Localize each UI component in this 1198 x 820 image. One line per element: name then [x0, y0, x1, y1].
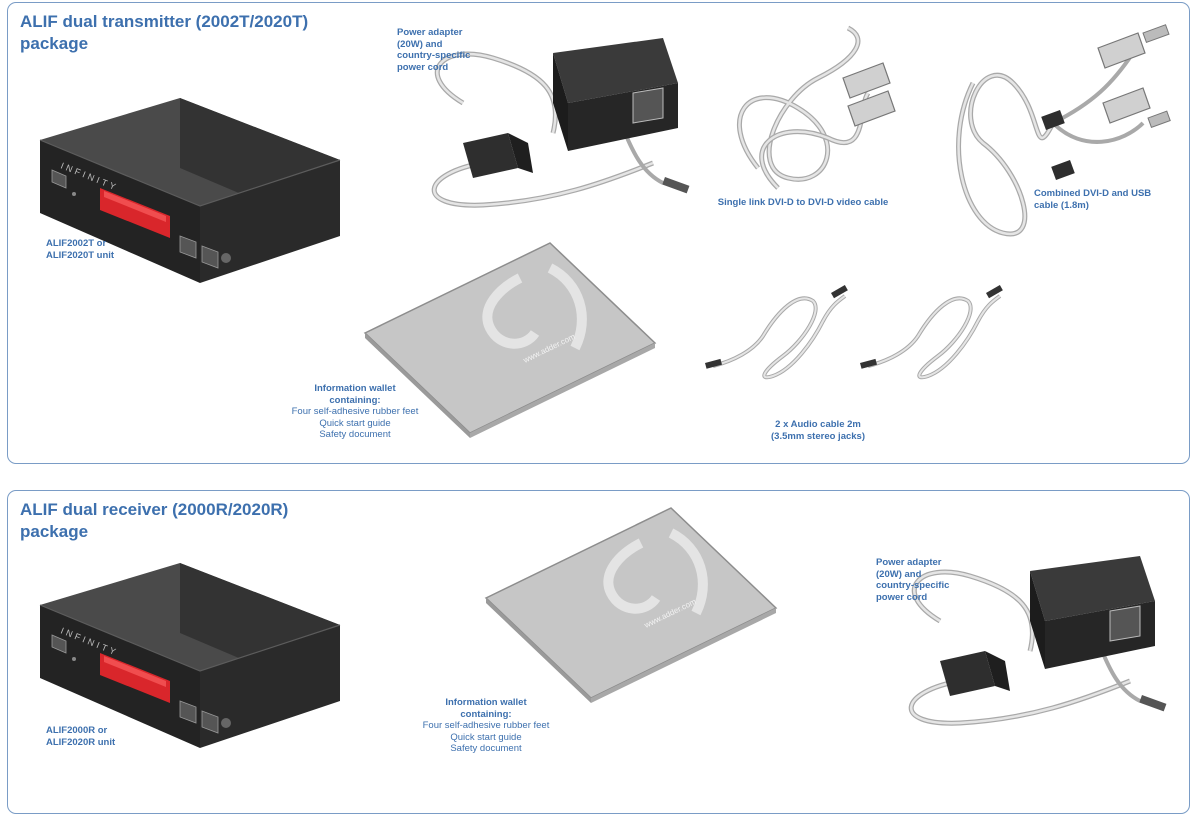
- information-wallet-contents: Information wallet containing: Four self…: [270, 383, 440, 441]
- wallet-item-safety: Safety document: [450, 743, 522, 754]
- wallet-item-feet: Four self-adhesive rubber feet: [422, 720, 550, 731]
- wallet-item-safety: Safety document: [319, 429, 391, 440]
- receiver-package-title: ALIF dual receiver (2000R/2020R) package: [20, 500, 289, 541]
- wallet-item-guide: Quick start guide: [319, 417, 391, 429]
- wallet-item-feet: Four self-adhesive rubber feet: [291, 406, 419, 417]
- audio-cable-image-1: [703, 281, 853, 391]
- power-adapter-label: Power adapter (20W) and country-specific…: [876, 557, 950, 603]
- transmitter-unit-image: INFINITY: [30, 98, 350, 298]
- information-wallet-image: www.adder.com: [360, 238, 660, 438]
- combined-cable-label: Combined DVI-D and USB cable (1.8m): [1034, 188, 1152, 211]
- transmitter-unit-label: ALIF2002T or ALIF2020T unit: [46, 238, 115, 261]
- audio-cable-image-2: [858, 281, 1008, 391]
- information-wallet-contents: Information wallet containing: Four self…: [401, 697, 571, 755]
- dvi-cable-label: Single link DVI-D to DVI-D video cable: [717, 197, 889, 208]
- information-wallet-heading: Information wallet containing:: [445, 697, 527, 720]
- transmitter-package-title: ALIF dual transmitter (2002T/2020T) pack…: [20, 12, 309, 53]
- information-wallet-heading: Information wallet containing:: [314, 383, 396, 406]
- wallet-item-guide: Quick start guide: [450, 731, 522, 743]
- receiver-unit-image: INFINITY: [30, 563, 350, 763]
- information-wallet-image: www.adder.com: [481, 503, 781, 703]
- audio-cable-label: 2 x Audio cable 2m (3.5mm stereo jacks): [771, 419, 865, 442]
- receiver-unit-label: ALIF2000R or ALIF2020R unit: [46, 725, 116, 748]
- transmitter-package-panel: ALIF dual transmitter (2002T/2020T) pack…: [7, 2, 1190, 464]
- power-adapter-label: Power adapter (20W) and country-specific…: [397, 27, 471, 73]
- receiver-package-panel: ALIF dual receiver (2000R/2020R) package…: [7, 490, 1190, 814]
- dvi-cable-image: [718, 18, 918, 208]
